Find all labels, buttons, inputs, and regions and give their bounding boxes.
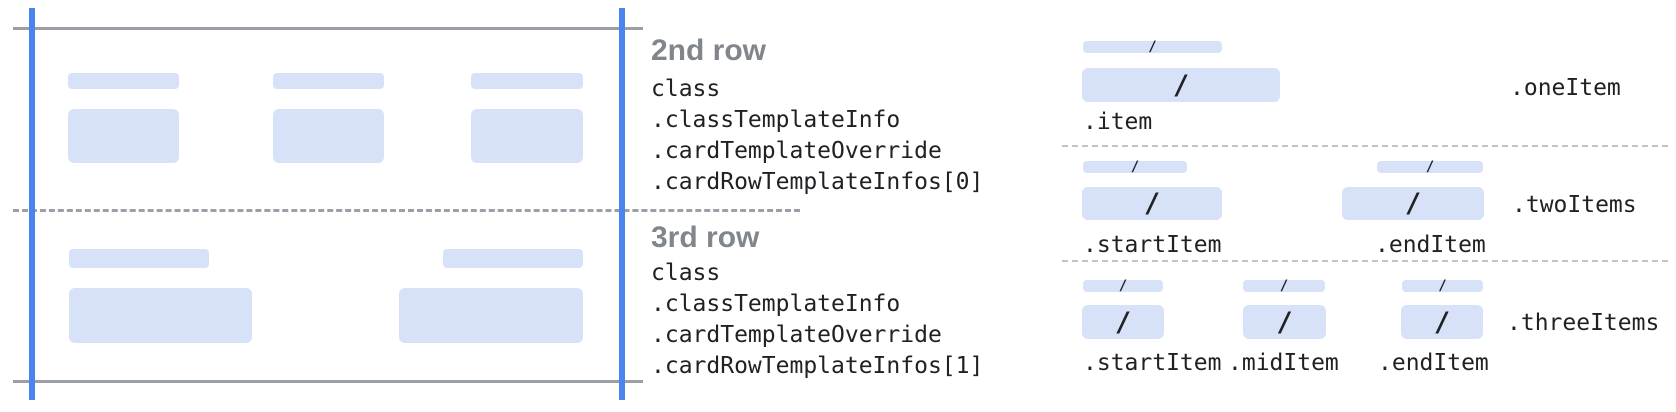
slash-icon: / [1114, 306, 1132, 338]
row3-start-label-bar [69, 249, 209, 268]
oneitem-value-bar: / [1082, 68, 1280, 102]
row2-heading: 2nd row [651, 34, 767, 67]
row2-code-line-4: .cardRowTemplateInfos[0] [651, 169, 984, 195]
row3-end-label-bar [443, 249, 583, 268]
row2-col2-value-bar [273, 109, 384, 163]
row3-code-line-1: class [651, 260, 721, 286]
row2-code-line-2: .classTemplateInfo [651, 107, 901, 133]
row3-end-value-bar [399, 288, 583, 343]
slash-icon: / [1118, 278, 1128, 294]
slash-icon: / [1404, 188, 1422, 219]
row3-code-block: class .classTemplateInfo .cardTemplateOver… [651, 258, 983, 382]
row2-code-line-3: .cardTemplateOverride [651, 138, 942, 164]
threeitems-start-label-bar: / [1083, 278, 1163, 294]
threeitems-start-value-bar: / [1082, 305, 1164, 339]
row2-col3-label-bar [471, 73, 583, 89]
slash-icon: / [1279, 278, 1289, 294]
card-right-edge-line [619, 8, 625, 400]
legend-separator-dotted-line-1 [1062, 145, 1668, 147]
row2-code-block: class .classTemplateInfo .cardTemplateOver… [651, 74, 983, 198]
threeitems-end-label: .endItem [1378, 350, 1489, 376]
threeitems-group-label: .threeItems [1507, 310, 1660, 336]
slash-icon: / [1276, 306, 1293, 338]
oneitem-group-label: .oneItem [1510, 75, 1621, 101]
row2-col2-label-bar [273, 73, 384, 89]
twoitems-start-value-bar: / [1082, 187, 1222, 220]
threeitems-mid-label: .midItem [1228, 350, 1339, 376]
twoitems-end-value-bar: / [1342, 187, 1484, 220]
row2-col1-value-bar [68, 109, 179, 163]
card-left-edge-line [29, 8, 35, 400]
twoitems-end-label-bar: / [1377, 159, 1483, 175]
slash-icon: / [1438, 278, 1447, 294]
threeitems-start-label: .startItem [1083, 350, 1222, 376]
row2-col1-label-bar [68, 73, 179, 89]
slash-icon: / [1130, 159, 1140, 175]
slash-icon: / [1433, 306, 1451, 338]
row3-code-line-4: .cardRowTemplateInfos[1] [651, 353, 984, 379]
twoitems-start-label-bar: / [1083, 159, 1187, 175]
threeitems-mid-label-bar: / [1243, 278, 1325, 294]
row-divider-dashed-line [13, 209, 800, 212]
threeitems-end-label-bar: / [1402, 278, 1483, 294]
threeitems-mid-value-bar: / [1243, 305, 1326, 339]
row3-heading: 3rd row [651, 221, 760, 254]
row3-start-value-bar [69, 288, 252, 343]
row2-col3-value-bar [471, 109, 583, 163]
slash-icon: / [1148, 39, 1157, 55]
oneitem-label-bar: / [1083, 39, 1222, 55]
slash-icon: / [1172, 69, 1190, 101]
threeitems-end-value-bar: / [1401, 305, 1483, 339]
twoitems-end-label: .endItem [1375, 232, 1486, 258]
twoitems-group-label: .twoItems [1512, 192, 1637, 218]
card-bottom-edge-line [13, 380, 643, 383]
twoitems-start-label: .startItem [1083, 232, 1222, 258]
legend-separator-dotted-line-2 [1062, 260, 1668, 262]
row3-code-line-3: .cardTemplateOverride [651, 322, 942, 348]
slash-icon: / [1425, 159, 1435, 175]
row3-code-line-2: .classTemplateInfo [651, 291, 901, 317]
row2-code-line-1: class [651, 76, 721, 102]
oneitem-item-label: .item [1083, 109, 1153, 135]
card-top-edge-line [13, 27, 643, 30]
slash-icon: / [1143, 188, 1161, 219]
